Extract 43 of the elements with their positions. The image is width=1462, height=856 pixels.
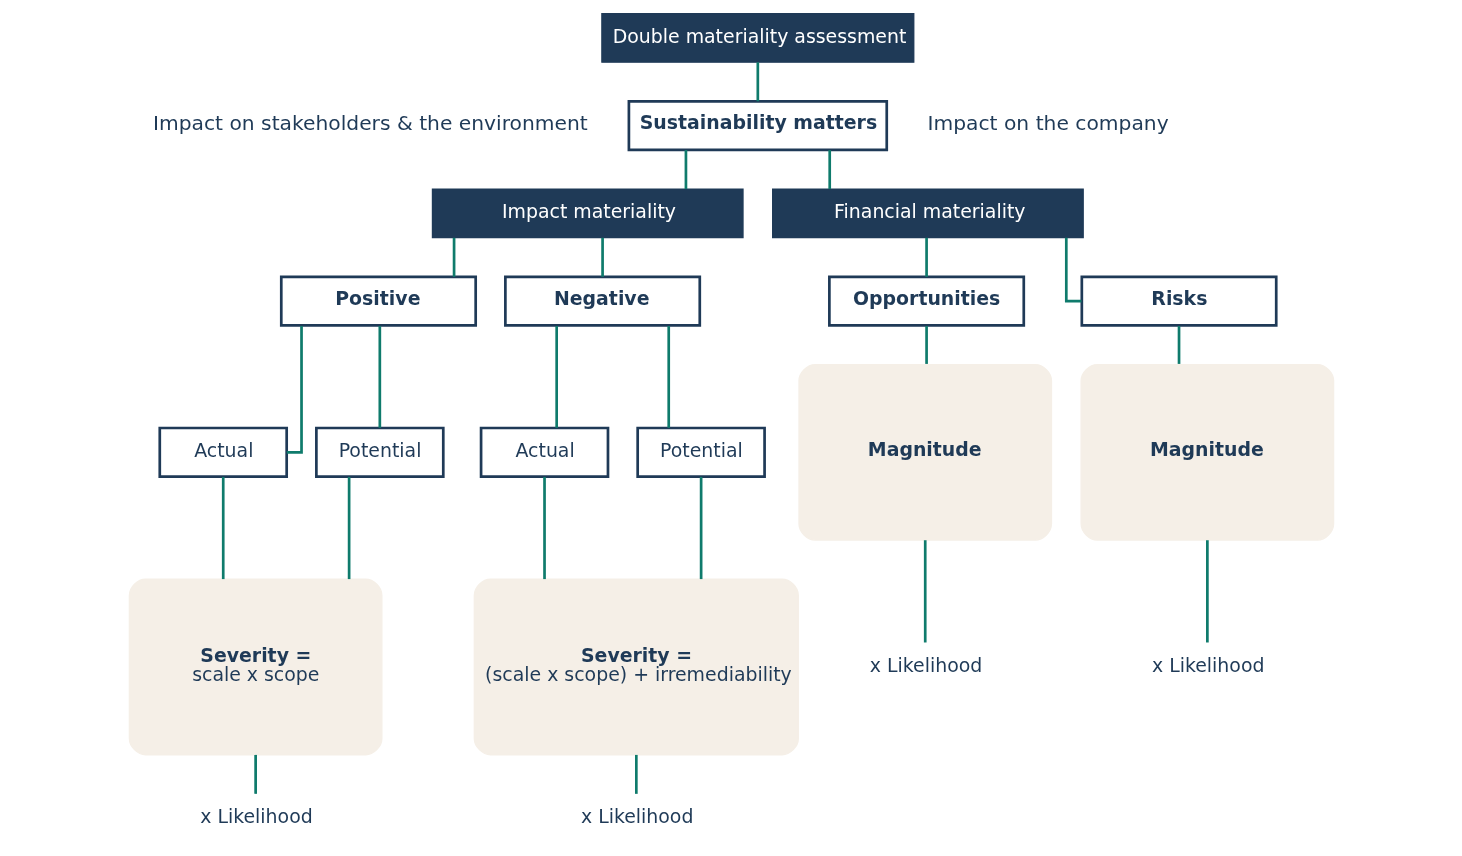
node-text: x Likelihood bbox=[1151, 653, 1264, 676]
node-box: Magnitude bbox=[1079, 363, 1334, 541]
connector bbox=[286, 326, 303, 454]
connector bbox=[1064, 237, 1081, 303]
node-box: Positive bbox=[279, 275, 477, 327]
connector bbox=[1177, 326, 1180, 364]
connector bbox=[634, 754, 638, 794]
node-box: Impact materiality bbox=[431, 188, 744, 239]
label: Impact on stakeholders & the environment bbox=[152, 111, 588, 136]
connector bbox=[347, 476, 350, 580]
connector bbox=[377, 326, 381, 428]
node-box: Opportunities bbox=[827, 275, 1025, 327]
node-box: Magnitude bbox=[797, 363, 1052, 541]
node-box: Sustainability matters bbox=[627, 99, 888, 152]
node-text: x Likelihood bbox=[199, 805, 313, 828]
connector bbox=[452, 237, 455, 277]
node-box: Severity = scale x scope bbox=[128, 578, 383, 756]
node-box: Actual bbox=[479, 426, 609, 478]
connector bbox=[699, 476, 702, 580]
node-box: Risks bbox=[1080, 275, 1278, 327]
connector bbox=[924, 237, 928, 277]
node-box: Negative bbox=[503, 275, 701, 327]
connector bbox=[1205, 540, 1209, 643]
node-text: x Likelihood bbox=[580, 805, 693, 828]
label: Impact on the company bbox=[927, 111, 1169, 136]
connector bbox=[923, 540, 927, 643]
connector bbox=[827, 150, 831, 190]
connector bbox=[253, 754, 257, 794]
node-box: Financial materiality bbox=[771, 188, 1084, 239]
node-box: Actual bbox=[157, 426, 288, 478]
connector bbox=[684, 150, 687, 190]
connector bbox=[924, 326, 928, 364]
connector bbox=[221, 476, 225, 580]
node-box: Double materiality assessment bbox=[600, 12, 914, 63]
node-box: Potential bbox=[635, 426, 766, 478]
node-text: x Likelihood bbox=[869, 653, 982, 676]
connector bbox=[756, 62, 759, 102]
node-box: Severity = (scale x scope) + irremediability bbox=[473, 578, 799, 756]
connector bbox=[542, 476, 546, 580]
connector bbox=[600, 237, 604, 277]
connector bbox=[666, 326, 670, 428]
connector bbox=[554, 326, 558, 428]
node-box: Potential bbox=[314, 426, 445, 478]
